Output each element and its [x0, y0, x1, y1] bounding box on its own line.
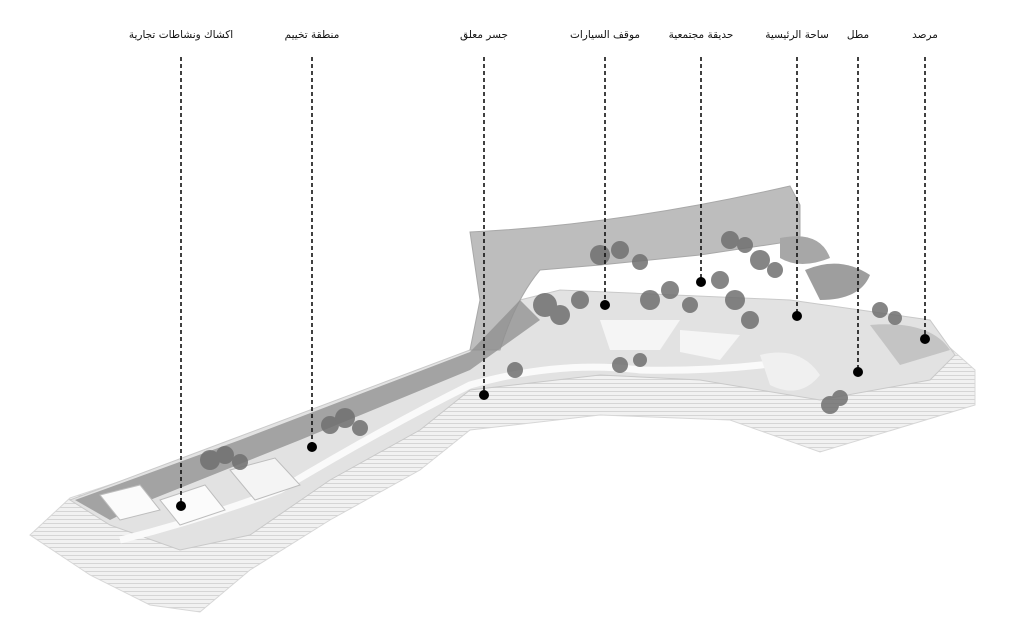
marker-kiosks: [176, 501, 186, 511]
marker-camping: [307, 442, 317, 452]
markers: [176, 277, 930, 511]
label-suspension-bridge: جسر معلق: [460, 29, 508, 41]
label-camping: منطقة تخييم: [284, 29, 340, 41]
label-community-garden: حديقة مجتمعية: [668, 29, 734, 41]
marker-viewpoint: [853, 367, 863, 377]
terrain-top: [68, 185, 956, 551]
marker-garden: [696, 277, 706, 287]
leader-lines: [180, 57, 926, 504]
label-kiosks: اكشاك ونشاطات تجارية: [128, 29, 234, 41]
label-viewpoint: مطل: [846, 29, 870, 41]
marker-observatory: [920, 334, 930, 344]
tree-clusters: [200, 231, 902, 470]
marker-plaza: [792, 311, 802, 321]
marker-parking: [600, 300, 610, 310]
label-parking: موقف السيارات: [570, 29, 640, 41]
marker-bridge: [479, 390, 489, 400]
label-observatory: مرصد: [912, 29, 938, 41]
label-main-plaza: ساحة الرئيسية: [765, 29, 829, 41]
